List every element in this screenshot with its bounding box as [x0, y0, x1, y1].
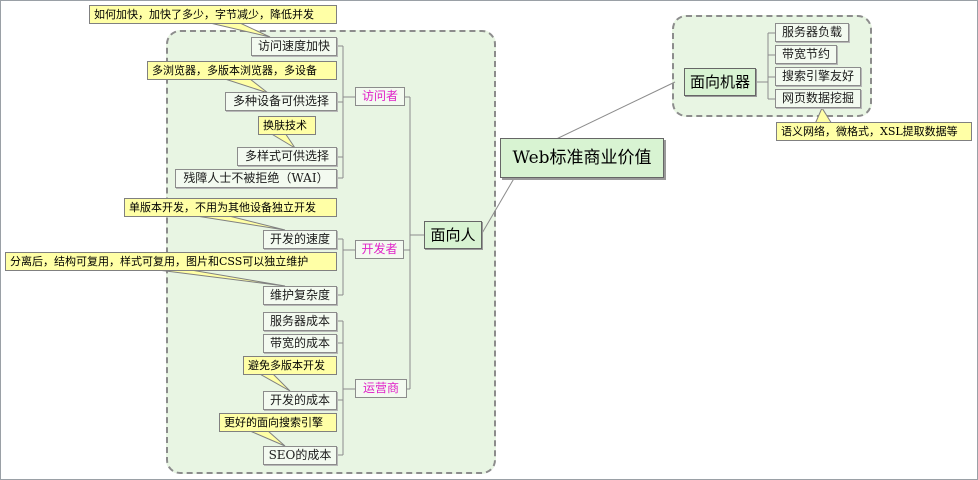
machine-item-server-load[interactable]: 服务器负载 — [775, 23, 849, 42]
topic-machine[interactable]: 面向机器 — [684, 68, 756, 96]
machine-note: 语义网络，微格式，XSL提取数据等 — [776, 122, 972, 141]
category-operator[interactable]: 运营商 — [355, 379, 407, 398]
topic-people[interactable]: 面向人 — [424, 221, 482, 249]
category-developer[interactable]: 开发者 — [355, 240, 404, 259]
machine-item-bandwidth-saving[interactable]: 带宽节约 — [775, 45, 837, 64]
developer-item-maintenance[interactable]: 维护复杂度 — [263, 286, 337, 305]
operator-item-bandwidth-cost[interactable]: 带宽的成本 — [263, 334, 337, 353]
developer-note-separation: 分离后，结构可复用，样式可复用，图片和CSS可以独立维护 — [5, 252, 337, 271]
operator-item-seo-cost[interactable]: SEO的成本 — [263, 446, 337, 465]
operator-item-dev-cost[interactable]: 开发的成本 — [263, 391, 337, 410]
visitor-note-speed: 如何加快，加快了多少，字节减少，降低并发 — [89, 5, 337, 24]
machine-item-data-mining[interactable]: 网页数据挖掘 — [775, 89, 861, 108]
visitor-item-accessibility[interactable]: 残障人士不被拒绝（WAI） — [175, 169, 337, 188]
visitor-item-devices[interactable]: 多种设备可供选择 — [225, 92, 337, 111]
central-topic[interactable]: Web标准商业价值 — [500, 138, 664, 178]
developer-item-speed[interactable]: 开发的速度 — [263, 230, 337, 249]
visitor-note-skins: 换肤技术 — [258, 116, 316, 135]
operator-item-server-cost[interactable]: 服务器成本 — [263, 312, 337, 331]
category-visitor[interactable]: 访问者 — [355, 87, 405, 106]
operator-note-avoid-multi: 避免多版本开发 — [243, 356, 337, 375]
visitor-item-speed[interactable]: 访问速度加快 — [251, 37, 337, 56]
developer-note-single-version: 单版本开发，不用为其他设备独立开发 — [124, 198, 337, 217]
visitor-note-devices: 多浏览器，多版本浏览器，多设备 — [147, 61, 337, 80]
operator-note-search-engine: 更好的面向搜索引擎 — [219, 413, 337, 432]
machine-item-seo-friendly[interactable]: 搜索引擎友好 — [775, 67, 861, 86]
visitor-item-styles[interactable]: 多样式可供选择 — [237, 147, 337, 166]
